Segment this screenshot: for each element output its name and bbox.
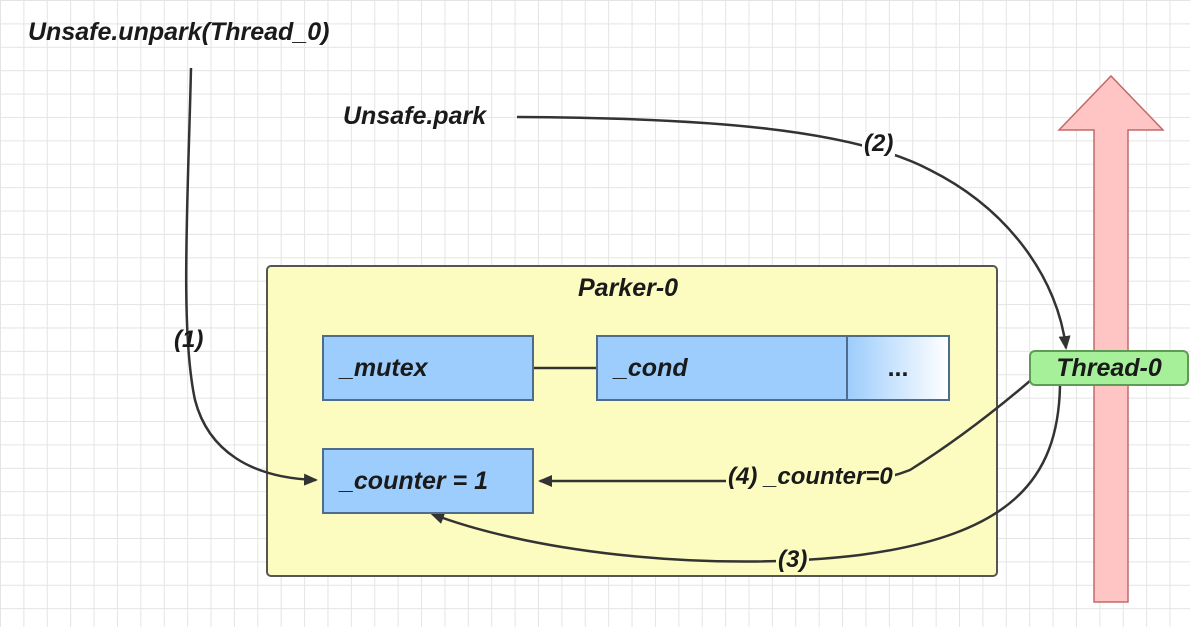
counter-label: _counter = 1: [340, 466, 488, 495]
step-3-label: (3): [776, 546, 810, 573]
parker-box: [266, 265, 998, 577]
step-4-label: (4) _counter=0: [726, 463, 895, 490]
cond-field: _cond: [596, 335, 848, 401]
arrow-step2: [516, 115, 1071, 350]
arrow-step3: [430, 385, 1062, 563]
arrow-step1: [184, 67, 318, 486]
step-2-label: (2): [862, 130, 896, 157]
unpark-call-label: Unsafe.unpark(Thread_0): [28, 18, 330, 46]
park-call-label: Unsafe.park: [343, 102, 487, 130]
mutex-label: _mutex: [340, 353, 428, 382]
cond-label: _cond: [614, 353, 688, 382]
step-1-label: (1): [174, 326, 204, 353]
counter-field: _counter = 1: [322, 448, 534, 514]
thread-0-label: Thread-0: [1056, 353, 1162, 382]
cond-more-field: ...: [846, 335, 950, 401]
mutex-field: _mutex: [322, 335, 534, 401]
parker-title: Parker-0: [578, 274, 679, 302]
thread-0-node: Thread-0: [1029, 350, 1189, 386]
ellipsis-label: ...: [887, 353, 909, 382]
thread-timeline-arrow: [1057, 74, 1165, 603]
